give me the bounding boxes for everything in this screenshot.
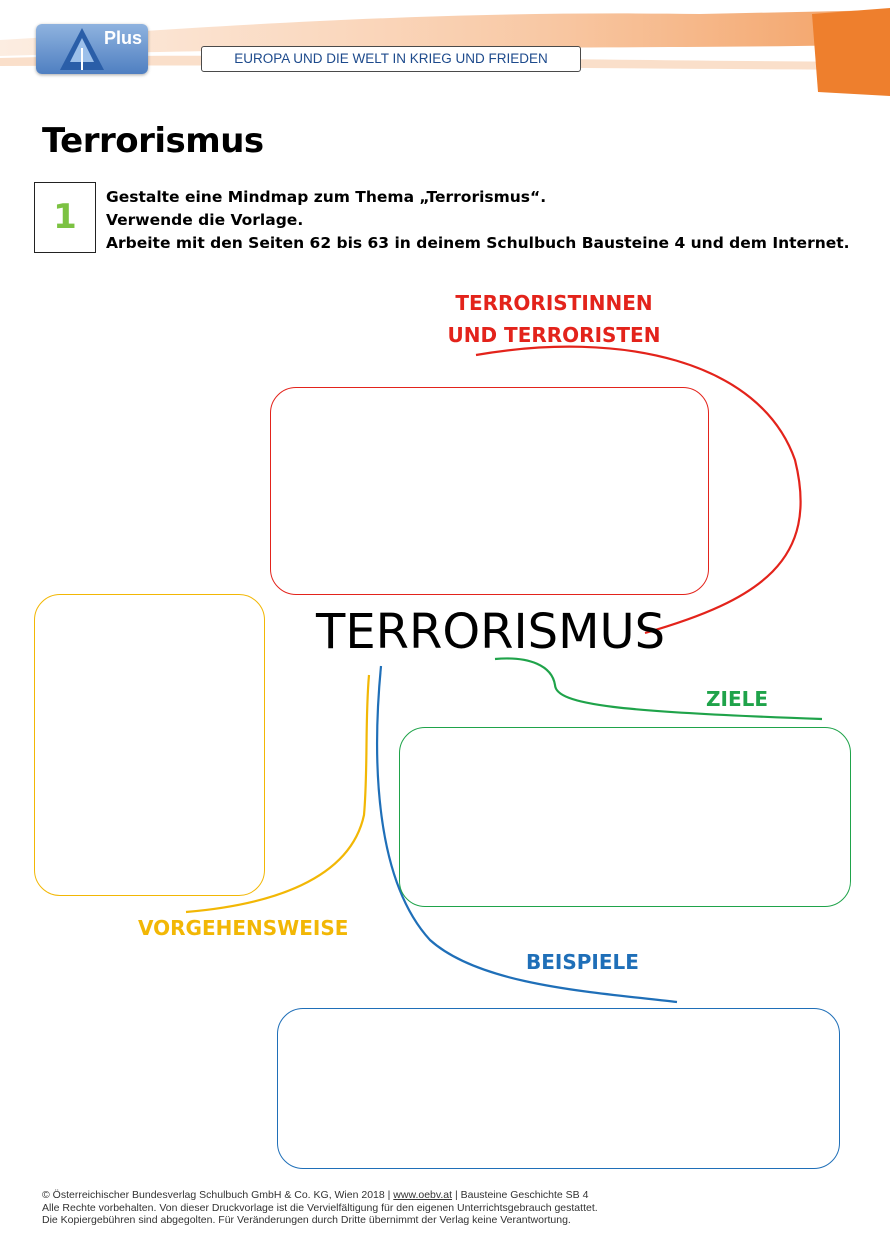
header-title: EUROPA UND DIE WELT IN KRIEG UND FRIEDEN [201, 46, 581, 72]
task-line: Arbeite mit den Seiten 62 bis 63 in dein… [106, 234, 850, 252]
footer-line-1: © Österreichischer Bundesverlag Schulbuc… [42, 1189, 598, 1202]
answer-box-terroristen[interactable] [270, 387, 709, 595]
footer-copyright: © Österreichischer Bundesverlag Schulbuc… [42, 1189, 394, 1201]
logo-text: Plus [103, 28, 142, 48]
footer-line-3: Die Kopiergebühren sind abgegolten. Für … [42, 1214, 571, 1226]
branch-label-ziele: ZIELE [706, 687, 769, 711]
plus-logo: Plus [36, 24, 148, 74]
connector-ziele [494, 657, 823, 721]
publisher-link[interactable]: www.oebv.at [393, 1189, 453, 1201]
mindmap-center: TERRORISMUS [316, 604, 666, 660]
branch-label-terroristen: TERRORISTINNEN UND TERRORISTEN [445, 287, 663, 351]
label-line: TERRORISTINNEN [455, 291, 653, 315]
task-instructions: Gestalte eine Mindmap zum Thema „Terrori… [106, 186, 850, 255]
pyramid-icon [60, 28, 104, 70]
page-title: Terrorismus [42, 121, 264, 161]
branch-label-vorgehensweise: VORGEHENSWEISE [138, 916, 349, 940]
orange-corner-tab [812, 8, 890, 96]
task-line: Gestalte eine Mindmap zum Thema „Terrori… [106, 188, 547, 206]
footer: © Österreichischer Bundesverlag Schulbuc… [42, 1189, 598, 1227]
answer-box-beispiele[interactable] [277, 1008, 840, 1169]
connector-beispiele [376, 665, 678, 1004]
answer-box-ziele[interactable] [399, 727, 851, 907]
branch-label-beispiele: BEISPIELE [526, 950, 639, 974]
task-number: 1 [34, 182, 96, 253]
label-line: UND TERRORISTEN [447, 323, 661, 347]
connector-terroristen [475, 345, 802, 635]
task-line: Verwende die Vorlage. [106, 211, 304, 229]
footer-book: | Bausteine Geschichte SB 4 [452, 1189, 589, 1201]
answer-box-vorgehensweise[interactable] [34, 594, 265, 896]
footer-line-2: Alle Rechte vorbehalten. Von dieser Druc… [42, 1201, 598, 1214]
connector-vorgehensweise [185, 674, 371, 914]
